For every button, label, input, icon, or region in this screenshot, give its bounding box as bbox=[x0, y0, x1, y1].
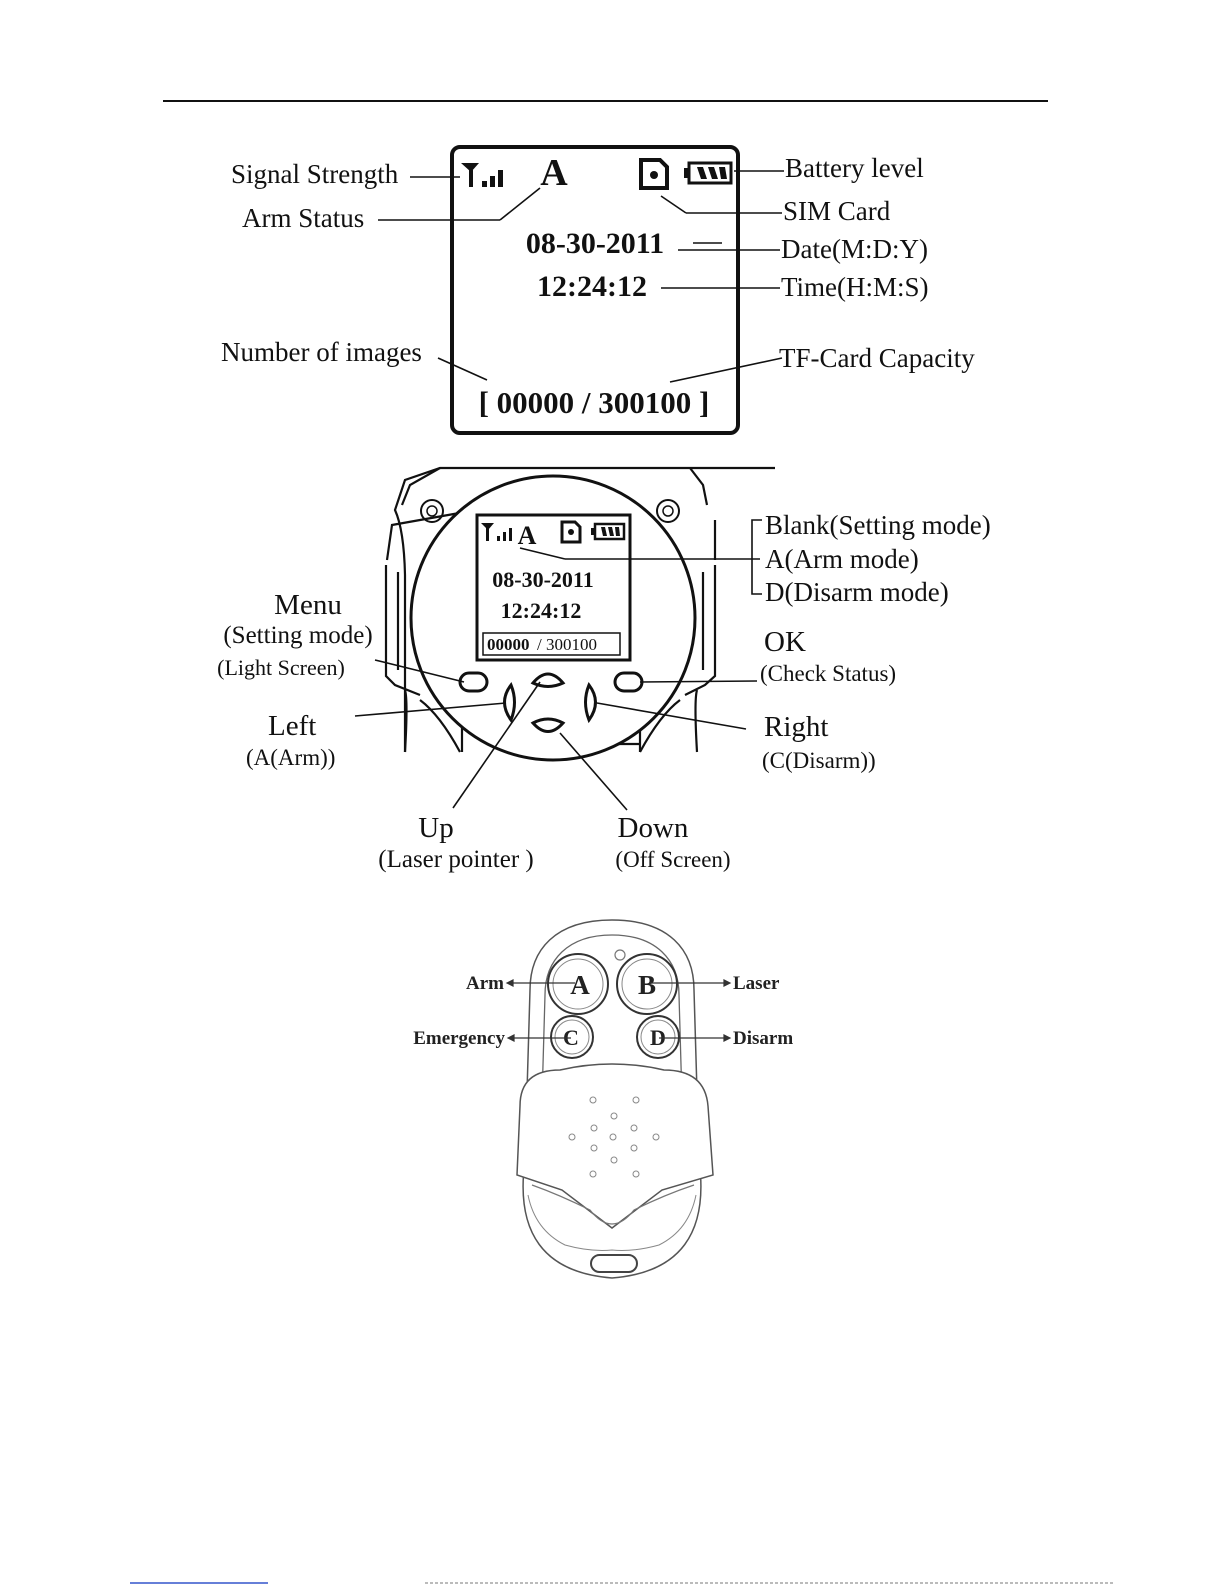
remote-button-b[interactable]: B bbox=[616, 953, 678, 1015]
device-time: 12:24:12 bbox=[501, 598, 582, 623]
device-battery-icon bbox=[591, 522, 626, 541]
label-arm-status: Arm Status bbox=[242, 203, 364, 233]
label-number-of-images: Number of images bbox=[221, 337, 422, 367]
menu-title: Menu bbox=[274, 589, 342, 621]
menu-sub1: (Setting mode) bbox=[223, 622, 372, 649]
device-counter-capacity: / 300100 bbox=[537, 635, 597, 654]
ok-sub: (Check Status) bbox=[760, 661, 896, 686]
battery-icon bbox=[684, 161, 733, 185]
lcd-date: 08-30-2011 bbox=[526, 227, 664, 260]
remote-button-c[interactable]: C bbox=[550, 1015, 594, 1059]
device-date: 08-30-2011 bbox=[492, 567, 593, 592]
right-sub: (C(Disarm)) bbox=[762, 748, 876, 773]
screw-right-icon bbox=[656, 499, 680, 523]
ok-title: OK bbox=[764, 626, 806, 658]
sim-card-icon bbox=[639, 158, 669, 190]
down-title: Down bbox=[618, 812, 689, 844]
lcd-time: 12:24:12 bbox=[537, 270, 647, 303]
remote-control: A B C D Arm Laser Emergency Disarm bbox=[413, 919, 793, 1279]
down-sub: (Off Screen) bbox=[615, 847, 730, 872]
remote-callout-arrows bbox=[505, 979, 732, 1042]
device-diagram: A 08-30-2011 12:24:12 00000 / 300100 bbox=[217, 466, 991, 873]
remote-label-arm: Arm bbox=[466, 973, 504, 994]
device-housing bbox=[384, 466, 775, 753]
label-date-format: Date(M:D:Y) bbox=[781, 234, 928, 264]
device-callout-lines bbox=[354, 519, 762, 811]
remote-button-a-key: A bbox=[570, 970, 590, 1000]
remote-led-icon bbox=[614, 949, 626, 961]
lcd-image-counter: [ 00000 / 300100 ] bbox=[479, 385, 710, 420]
label-battery-level: Battery level bbox=[785, 153, 924, 183]
device-arm-letter: A bbox=[518, 521, 537, 550]
menu-sub2: (Light Screen) bbox=[217, 655, 345, 680]
remote-button-b-key: B bbox=[638, 970, 656, 1000]
lcd-arm-letter: A bbox=[540, 152, 568, 194]
device-counter-images: 00000 bbox=[487, 635, 530, 654]
remote-button-d-key: D bbox=[650, 1025, 666, 1050]
mode-disarm-label: D(Disarm mode) bbox=[765, 577, 949, 607]
right-title: Right bbox=[764, 711, 828, 743]
label-tf-card-capacity: TF-Card Capacity bbox=[779, 343, 975, 373]
remote-speaker-dots bbox=[568, 1096, 660, 1178]
left-button[interactable] bbox=[503, 682, 516, 724]
up-button[interactable] bbox=[530, 672, 566, 688]
signal-strength-icon bbox=[461, 163, 503, 187]
screw-left-icon bbox=[420, 499, 444, 523]
left-sub: (A(Arm)) bbox=[246, 745, 335, 770]
device-signal-icon bbox=[481, 523, 512, 541]
remote-keyring-slot bbox=[590, 1254, 638, 1273]
menu-button[interactable] bbox=[458, 671, 489, 693]
remote-label-disarm: Disarm bbox=[733, 1028, 793, 1049]
left-title: Left bbox=[268, 710, 316, 742]
label-sim-card: SIM Card bbox=[783, 196, 891, 226]
mode-arm-label: A(Arm mode) bbox=[765, 544, 919, 574]
right-button[interactable] bbox=[584, 682, 597, 724]
mode-blank-label: Blank(Setting mode) bbox=[765, 510, 991, 540]
remote-cover bbox=[516, 1063, 714, 1229]
up-title: Up bbox=[418, 812, 453, 844]
remote-label-laser: Laser bbox=[733, 973, 780, 994]
lcd-screen-frame bbox=[450, 145, 740, 435]
label-signal-strength: Signal Strength bbox=[231, 159, 399, 189]
label-time-format: Time(H:M:S) bbox=[781, 272, 929, 302]
remote-label-emergency: Emergency bbox=[413, 1028, 505, 1049]
device-sim-icon bbox=[560, 520, 582, 544]
down-button[interactable] bbox=[530, 717, 566, 733]
lcd-callout-lines bbox=[378, 170, 784, 383]
remote-button-a[interactable]: A bbox=[547, 953, 609, 1015]
device-counter-box bbox=[482, 632, 621, 656]
remote-button-d[interactable]: D bbox=[636, 1015, 680, 1059]
ok-button[interactable] bbox=[613, 671, 644, 693]
up-sub: (Laser pointer ) bbox=[378, 846, 533, 873]
lcd-diagram: A 08-30-2011 12:24:12 [ 00000 / 300100 ] bbox=[221, 145, 975, 435]
